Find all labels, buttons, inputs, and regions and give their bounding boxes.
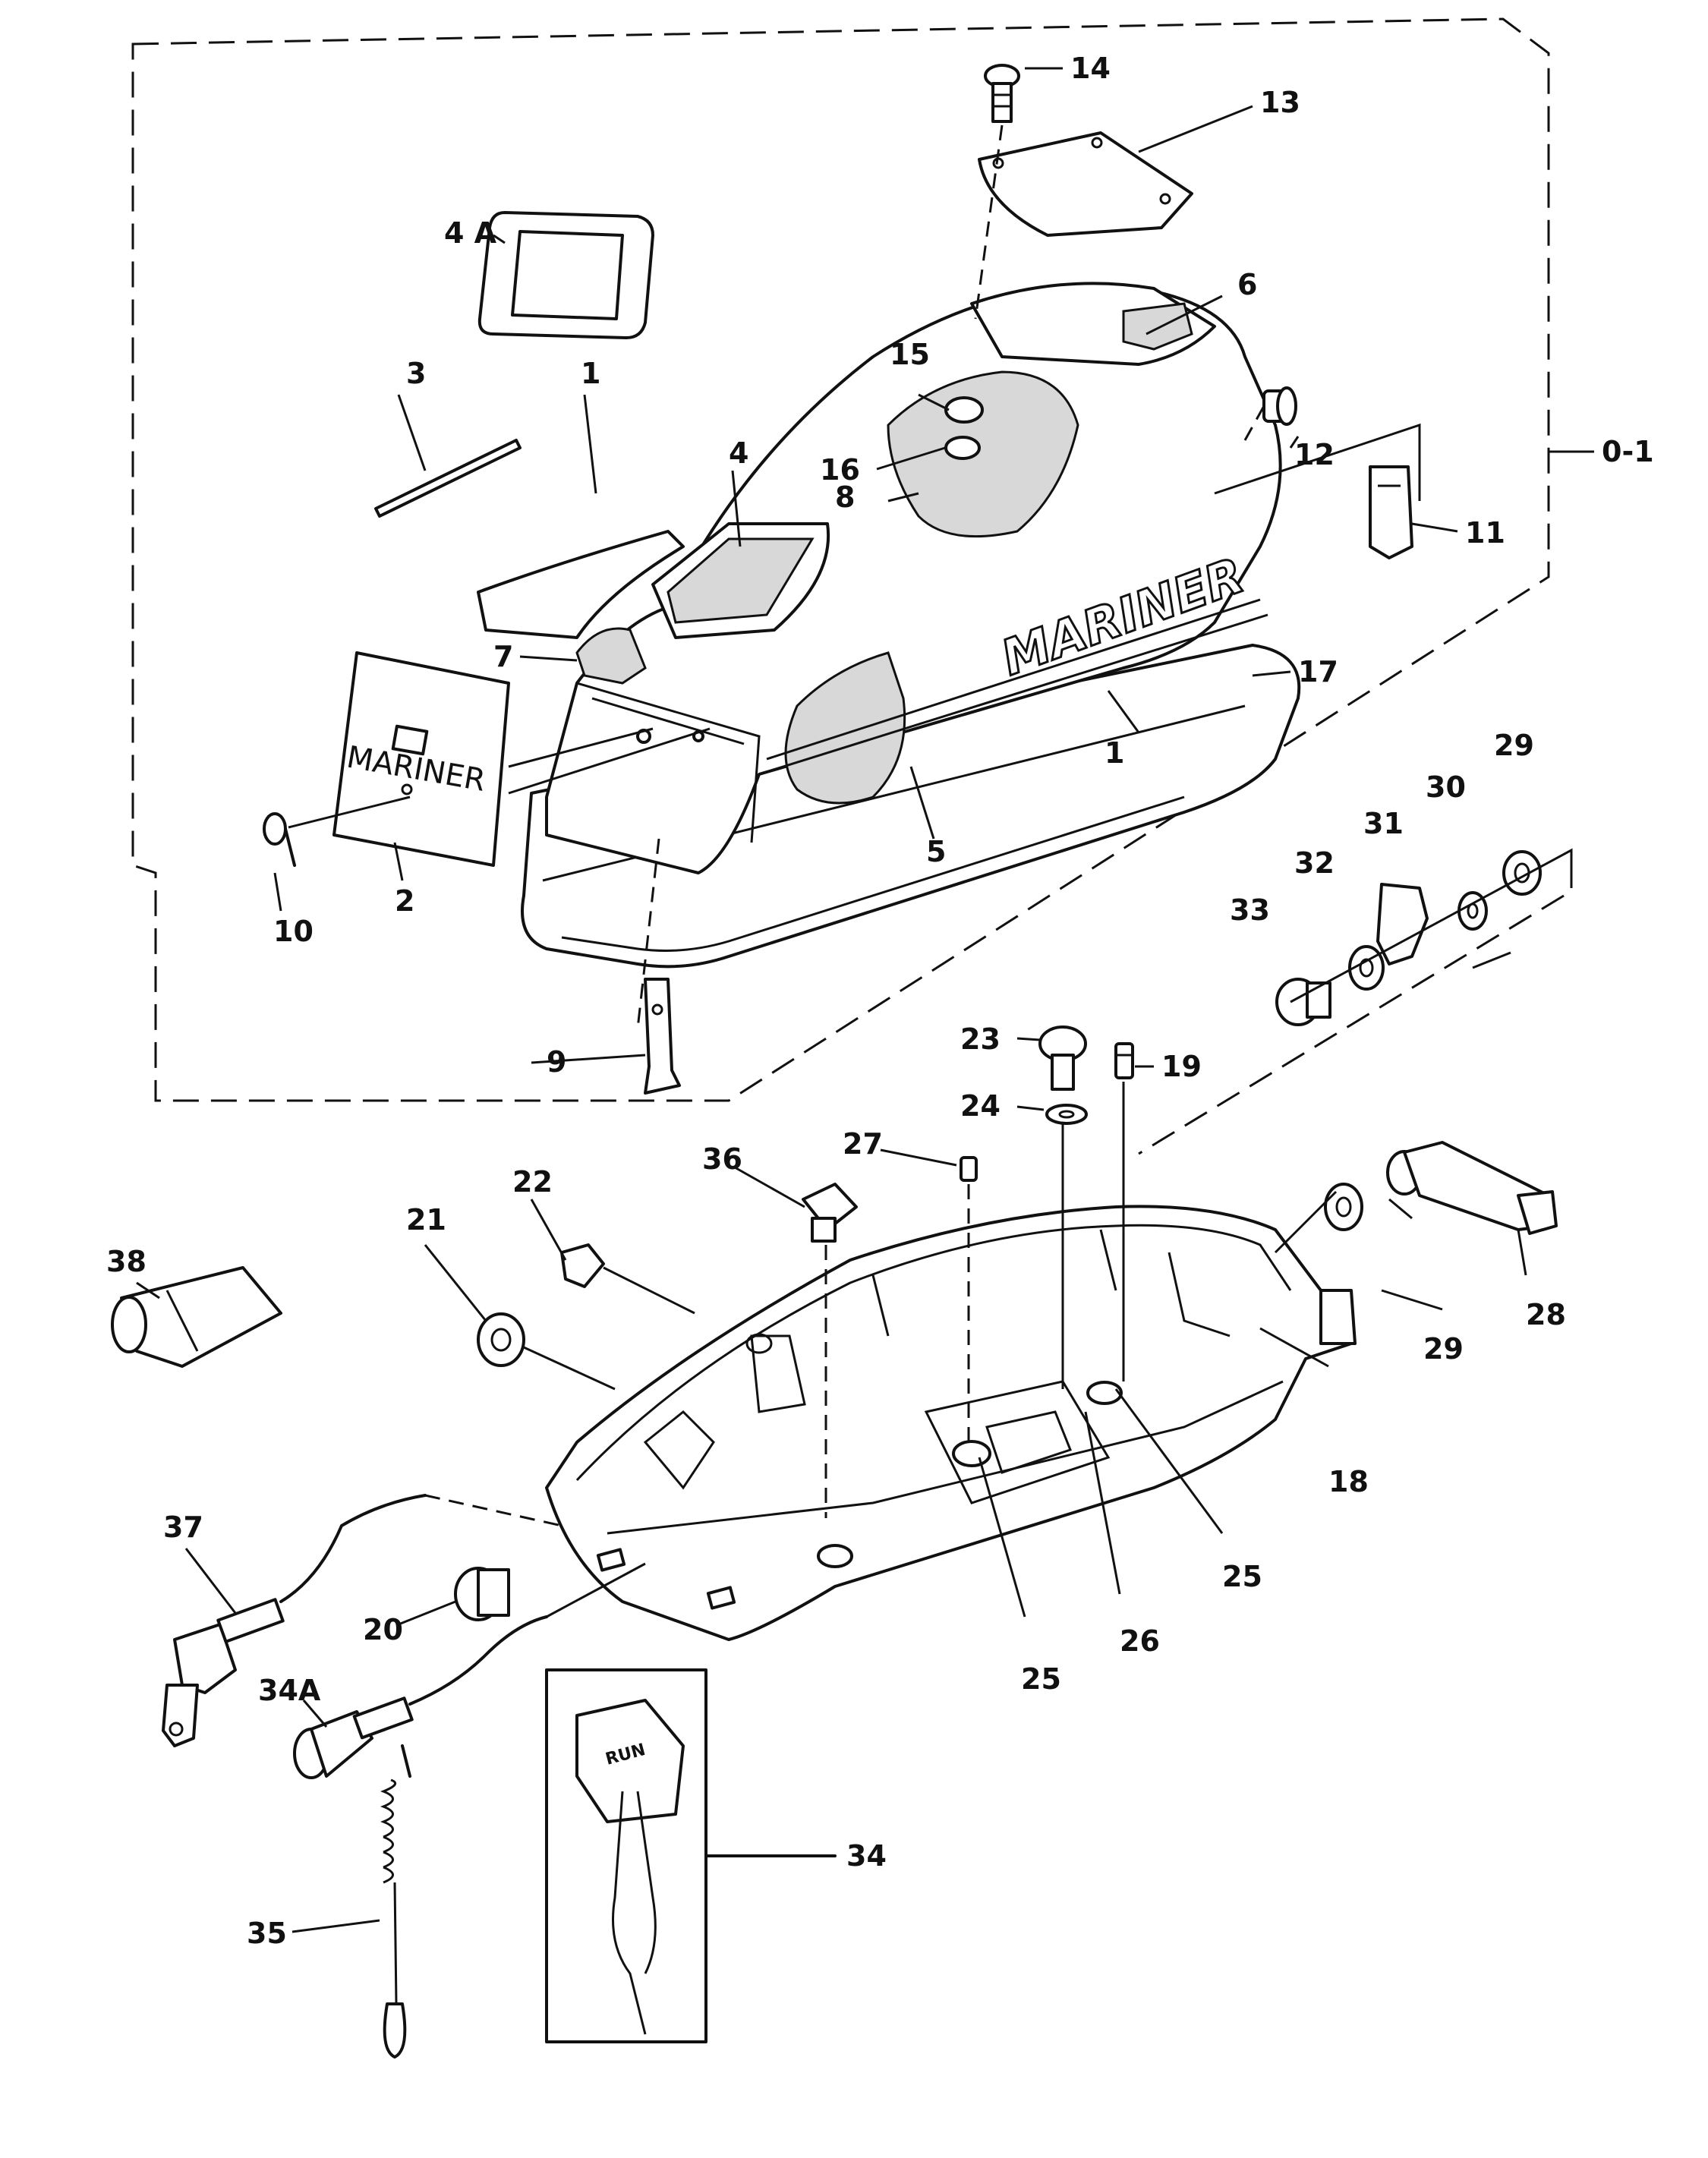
callout-38: 38 xyxy=(106,1245,147,1278)
key-switch-wire-guide xyxy=(546,1562,646,1618)
callout-2: 2 xyxy=(395,884,414,918)
decal-mount-line-2 xyxy=(508,727,711,795)
leader-28 xyxy=(1274,1190,1338,1254)
grommet-axis-line xyxy=(1243,405,1265,441)
callout-34a: 34A xyxy=(258,1674,321,1707)
callout-36: 36 xyxy=(702,1142,742,1176)
callout-leaders xyxy=(136,67,1527,1933)
hook-guide-line xyxy=(636,838,660,1029)
plug-20 xyxy=(454,1567,510,1621)
callout-30: 30 xyxy=(1426,770,1466,804)
callout-0-1: 0-1 xyxy=(1602,435,1654,468)
top-plate xyxy=(978,131,1193,237)
callout-5: 5 xyxy=(926,835,946,868)
callout-17: 17 xyxy=(1298,655,1338,688)
callout-18: 18 xyxy=(1328,1465,1369,1498)
grommet-29 xyxy=(1502,850,1542,896)
callout-33: 33 xyxy=(1230,893,1270,927)
knob-23 xyxy=(1038,1025,1087,1091)
latch-hardware-axis xyxy=(1138,894,1565,1155)
callout-25a: 25 xyxy=(1021,1662,1061,1696)
callout-28: 28 xyxy=(1526,1298,1566,1331)
callout-10: 10 xyxy=(273,915,314,948)
washer-24 xyxy=(1045,1104,1088,1125)
callout-13: 13 xyxy=(1260,86,1300,119)
hook-bracket xyxy=(644,978,681,1095)
key-switch-wire xyxy=(408,1615,548,1706)
leader-22 xyxy=(603,1266,695,1315)
switch-wire-guide xyxy=(424,1494,563,1527)
callout-37: 37 xyxy=(163,1511,203,1544)
callout-32: 32 xyxy=(1294,846,1335,880)
callout-23: 23 xyxy=(960,1022,1001,1056)
callout-31: 31 xyxy=(1363,807,1404,840)
callout-29b: 29 xyxy=(1423,1332,1464,1366)
plug-36 xyxy=(802,1183,858,1243)
decal-fastener-line xyxy=(288,795,411,829)
leader-21 xyxy=(523,1346,616,1391)
callout-27: 27 xyxy=(843,1127,883,1161)
callout-7: 7 xyxy=(493,640,513,673)
decal-mount-line-1 xyxy=(508,727,654,768)
screw-19 xyxy=(1114,1042,1134,1079)
rubber-boot xyxy=(111,1266,282,1368)
callout-14: 14 xyxy=(1070,52,1111,85)
callout-19: 19 xyxy=(1161,1050,1202,1083)
callout-15: 15 xyxy=(890,338,930,371)
callout-25b: 25 xyxy=(1222,1560,1262,1593)
latch-hardware xyxy=(1275,848,1573,1026)
trim-strip xyxy=(374,439,522,518)
callout-11: 11 xyxy=(1465,516,1505,550)
callout-29a: 29 xyxy=(1494,729,1534,762)
callout-8: 8 xyxy=(835,480,855,514)
front-decal: MARINER xyxy=(332,651,510,867)
pin-27 xyxy=(960,1156,978,1182)
callout-4a: 4 A xyxy=(444,216,497,250)
latch-guide-line xyxy=(1214,423,1421,501)
switch-wire xyxy=(279,1494,427,1603)
latch-bracket xyxy=(1369,465,1413,559)
rivet xyxy=(263,812,296,867)
top-cowl: MARINER xyxy=(477,282,1301,969)
callout-24: 24 xyxy=(960,1089,1001,1123)
grommet xyxy=(1262,386,1297,426)
callout-6: 6 xyxy=(1237,268,1257,301)
callout-1a: 1 xyxy=(581,357,600,390)
callout-20: 20 xyxy=(363,1613,403,1646)
callout-9: 9 xyxy=(547,1045,566,1079)
top-cowl-assembly-boundary xyxy=(131,17,1550,1102)
stop-switch xyxy=(162,1598,285,1747)
callout-12: 12 xyxy=(1294,438,1335,471)
screw xyxy=(984,64,1020,123)
bottom-cowl xyxy=(545,1205,1357,1641)
callout-22: 22 xyxy=(512,1165,553,1199)
grommet-29b xyxy=(1324,1183,1363,1231)
callout-34: 34 xyxy=(846,1839,887,1873)
decal-frame xyxy=(477,211,654,339)
latch-31 xyxy=(1376,883,1429,966)
lanyard-inset: RUN xyxy=(545,1668,837,2043)
callout-26: 26 xyxy=(1120,1624,1160,1658)
callout-3: 3 xyxy=(406,357,426,390)
callout-16: 16 xyxy=(820,453,860,487)
callout-1b: 1 xyxy=(1105,736,1124,770)
key-switch xyxy=(293,1696,414,1779)
grommet-22 xyxy=(560,1243,605,1288)
grommet-21 xyxy=(477,1312,525,1367)
callout-35: 35 xyxy=(247,1917,287,1950)
lanyard xyxy=(380,1744,411,2059)
callout-4: 4 xyxy=(729,436,748,470)
callout-21: 21 xyxy=(406,1203,446,1237)
screw-axis-line xyxy=(974,124,1004,320)
knob-33 xyxy=(1275,978,1331,1026)
tiller-handle xyxy=(1386,1141,1558,1235)
callout-labels: 14 13 4 A 6 3 1 15 4 16 12 0-1 8 11 7 17… xyxy=(106,52,1654,1950)
